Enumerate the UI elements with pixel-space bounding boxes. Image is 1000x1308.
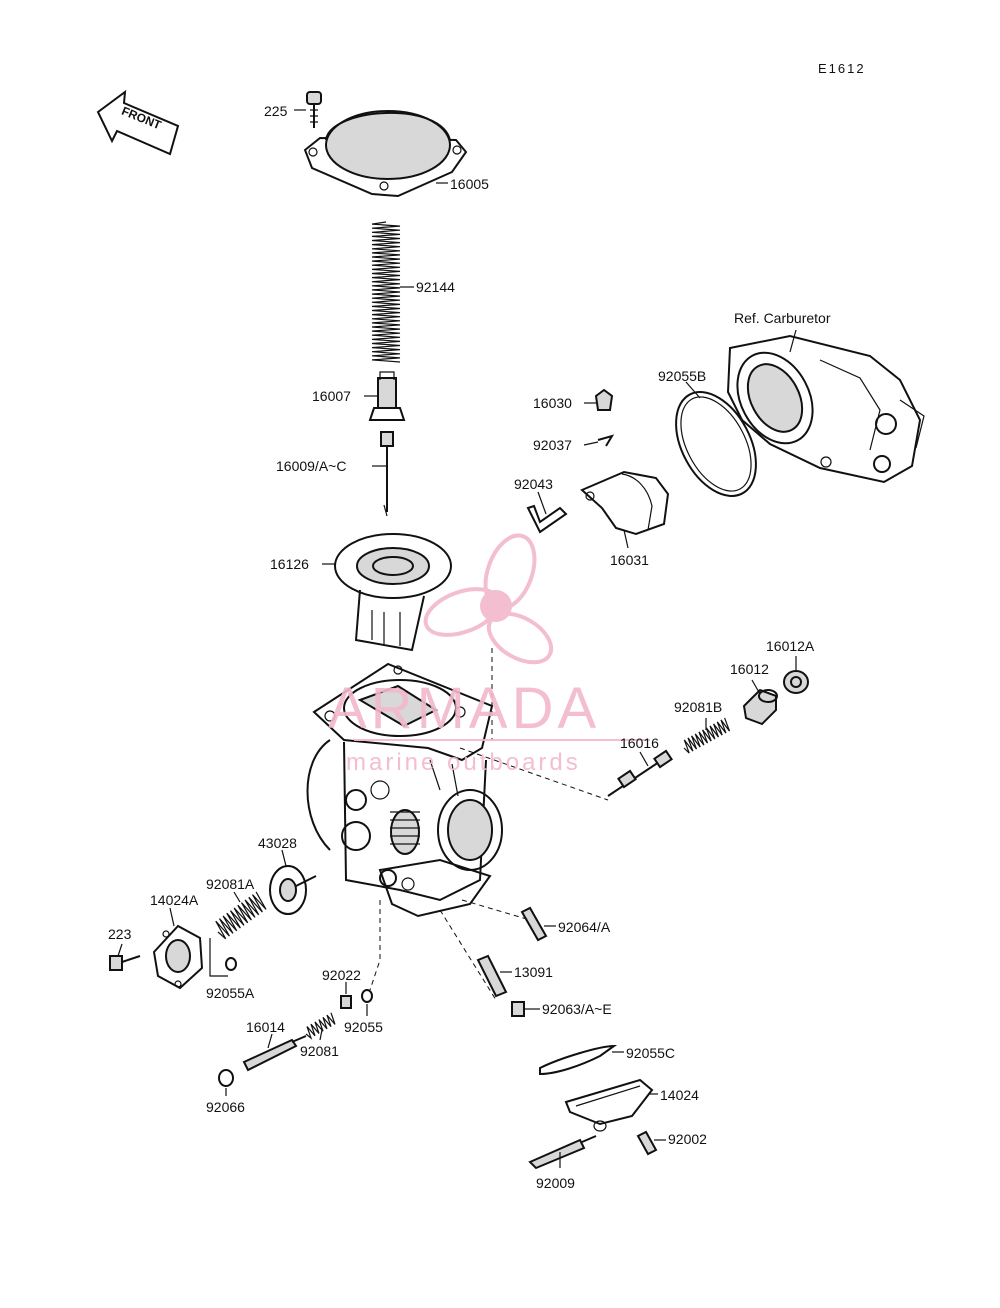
holder-16007-drawing xyxy=(368,371,406,421)
washer-92022-drawing xyxy=(340,995,352,1009)
diaphragm-43028-drawing xyxy=(269,865,317,915)
label-92081: 92081 xyxy=(300,1043,339,1059)
front-arrow: FRONT xyxy=(96,89,180,156)
label-92144: 92144 xyxy=(416,279,455,295)
label-223: 223 xyxy=(108,926,132,942)
label-16007: 16007 xyxy=(312,388,351,404)
label-43028: 43028 xyxy=(258,835,297,851)
plug-16012-drawing xyxy=(742,688,778,726)
cover-14024A-drawing xyxy=(152,924,204,990)
diagram-code: E1612 xyxy=(818,61,866,76)
label-92037: 92037 xyxy=(533,437,572,453)
spring-92144-drawing xyxy=(371,221,401,363)
pin-92043-drawing xyxy=(526,504,568,534)
cover-14024-drawing xyxy=(564,1078,654,1132)
float-bowl-reference-drawing xyxy=(726,334,925,484)
screw-225-drawing xyxy=(306,91,322,128)
screw-92063-drawing xyxy=(511,1001,525,1017)
label-16030: 16030 xyxy=(533,395,572,411)
o-ring-92055B-drawing xyxy=(675,391,757,497)
label-16012: 16012 xyxy=(730,661,769,677)
assembly-lines xyxy=(209,648,609,1001)
label-16005: 16005 xyxy=(450,176,489,192)
front-label: FRONT xyxy=(120,104,164,133)
gasket-92055C-drawing xyxy=(539,1044,618,1076)
watermark-tagline: marine outboards xyxy=(346,749,581,776)
label-92066: 92066 xyxy=(206,1099,245,1115)
label-92055A: 92055A xyxy=(206,985,255,1001)
spring-92081-drawing xyxy=(305,1012,336,1040)
needle-16009-drawing xyxy=(380,431,394,517)
label-16016: 16016 xyxy=(620,735,659,751)
o-ring-92055A-drawing xyxy=(225,957,237,971)
propeller-logo xyxy=(423,533,554,665)
screw-16014-drawing xyxy=(242,1035,307,1072)
label-92055: 92055 xyxy=(344,1019,383,1035)
label-92022: 92022 xyxy=(322,967,361,983)
armada-watermark: ARMADA marine outboards xyxy=(328,533,650,776)
label-16009: 16009/A~C xyxy=(276,458,346,474)
label-92055C: 92055C xyxy=(626,1045,675,1061)
screw-92002-drawing xyxy=(636,1130,658,1156)
clip-92037-drawing xyxy=(597,434,615,447)
label-92002: 92002 xyxy=(668,1131,707,1147)
label-225: 225 xyxy=(264,103,288,119)
spring-92081A-drawing xyxy=(215,891,267,940)
float-16031-drawing xyxy=(580,470,670,536)
reference-label: Ref. Carburetor xyxy=(734,310,831,326)
spring-92081B-drawing xyxy=(683,717,731,754)
label-14024A: 14024A xyxy=(150,892,199,908)
label-16012A: 16012A xyxy=(766,638,815,654)
label-92064: 92064/A xyxy=(558,919,611,935)
label-16126: 16126 xyxy=(270,556,309,572)
screw-13091-drawing xyxy=(476,954,508,998)
label-92043: 92043 xyxy=(514,476,553,492)
watermark-brand: ARMADA xyxy=(328,676,600,741)
label-92081A: 92081A xyxy=(206,876,255,892)
diaphragm-16126-drawing xyxy=(334,533,452,652)
screw-92064-drawing xyxy=(520,906,548,942)
part-labels: 225 16005 92144 16007 16009/A~C 16126 16… xyxy=(108,103,815,1191)
label-92009: 92009 xyxy=(536,1175,575,1191)
cap-16012A-drawing xyxy=(783,670,809,694)
carburetor-body-drawing xyxy=(306,662,503,918)
cap-92066-drawing xyxy=(218,1069,234,1087)
label-13091: 13091 xyxy=(514,964,553,980)
screw-16016-drawing xyxy=(607,749,673,797)
screw-92009-drawing xyxy=(528,1135,597,1170)
o-ring-92055-drawing xyxy=(361,989,373,1003)
top-cover-16005-drawing xyxy=(303,110,468,198)
jet-16030-drawing xyxy=(594,388,614,411)
label-16014: 16014 xyxy=(246,1019,285,1035)
label-92055B: 92055B xyxy=(658,368,706,384)
screw-223-drawing xyxy=(109,955,141,971)
label-92081B: 92081B xyxy=(674,699,722,715)
label-16031: 16031 xyxy=(610,552,649,568)
label-92063: 92063/A~E xyxy=(542,1001,612,1017)
leader-lines xyxy=(117,109,797,1168)
label-14024: 14024 xyxy=(660,1087,699,1103)
